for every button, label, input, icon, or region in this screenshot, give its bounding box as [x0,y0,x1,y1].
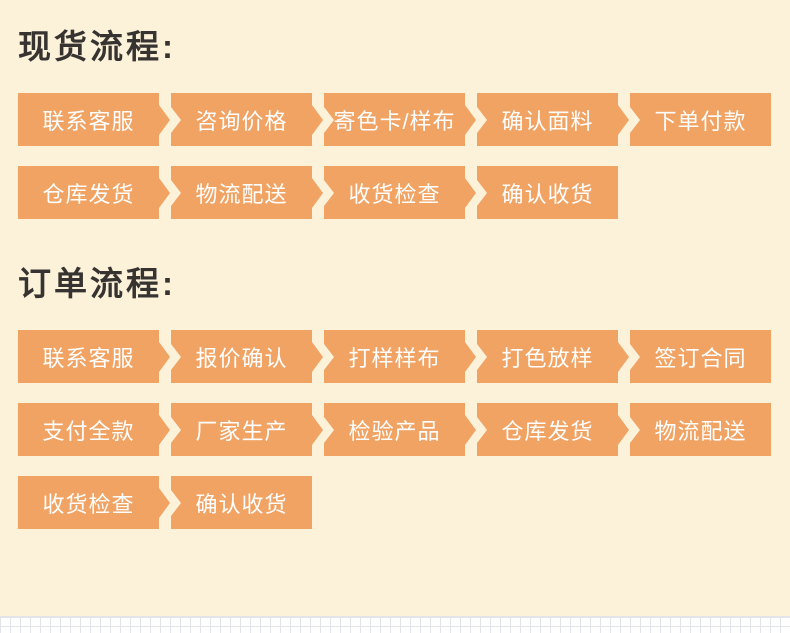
process-section: 订单流程: 联系客服 报价确认 打样样布 打色放样 签订合同支付全款 厂家生产 检验产品 仓库发… [18,263,772,529]
flow-step-label: 收货检查 [348,181,441,207]
process-section: 现货流程: 联系客服 咨询价格 寄色卡/样布 确认面料 下单付款仓库发货 物流配送 收货检查 确… [18,26,772,219]
flow-step-label: 检验产品 [348,418,441,444]
flow-step-label: 报价确认 [195,345,288,371]
flow-step: 物流配送 [171,166,312,219]
flow-step-label: 收货检查 [42,491,135,517]
flow-step: 签订合同 [630,330,771,383]
flow-row: 仓库发货 物流配送 收货检查 确认收货 [18,166,772,219]
flow-row: 支付全款 厂家生产 检验产品 仓库发货 物流配送 [18,403,772,456]
flow-step-label: 打样样布 [348,345,441,371]
bottom-grid-strip [0,616,790,633]
flow-step: 打色放样 [477,330,618,383]
flow-step: 联系客服 [18,330,159,383]
flow-step: 确认收货 [171,476,312,529]
flow-step: 物流配送 [630,403,771,456]
flow-row: 联系客服 咨询价格 寄色卡/样布 确认面料 下单付款 [18,93,772,146]
flow-step-label: 支付全款 [42,418,135,444]
flow-step-label: 寄色卡/样布 [333,108,456,134]
flow-step-label: 厂家生产 [195,418,288,444]
flow-step: 确认收货 [477,166,618,219]
flow-step: 咨询价格 [171,93,312,146]
flow-step: 收货检查 [324,166,465,219]
flow-step: 收货检查 [18,476,159,529]
flow-step-label: 咨询价格 [195,108,288,134]
flow-step-label: 确认收货 [195,491,288,517]
flow-row: 收货检查 确认收货 [18,476,772,529]
flow-row: 联系客服 报价确认 打样样布 打色放样 签订合同 [18,330,772,383]
flow-step: 支付全款 [18,403,159,456]
flow-step: 联系客服 [18,93,159,146]
flow-step-label: 物流配送 [195,181,288,207]
flow-step-label: 确认收货 [501,181,594,207]
flow-step-label: 确认面料 [501,108,594,134]
flow-step-label: 仓库发货 [42,181,135,207]
flow-step-label: 联系客服 [42,108,135,134]
flow-step: 确认面料 [477,93,618,146]
section-title: 订单流程: [18,265,176,302]
flow-step: 寄色卡/样布 [324,93,465,146]
process-flow-diagram: 现货流程:联系客服咨询价格寄色卡/样布确认面料下单付款仓库发货物流配送收货检查确… [0,26,790,529]
flow-step-label: 签订合同 [654,345,747,371]
flow-step-label: 仓库发货 [501,418,594,444]
flow-step: 报价确认 [171,330,312,383]
flow-step: 仓库发货 [477,403,618,456]
flow-step: 打样样布 [324,330,465,383]
flow-step: 检验产品 [324,403,465,456]
section-title: 现货流程: [18,28,176,65]
flow-step-label: 打色放样 [501,345,594,371]
flow-step-label: 下单付款 [654,108,747,134]
flow-step: 厂家生产 [171,403,312,456]
flow-step: 仓库发货 [18,166,159,219]
flow-step-label: 物流配送 [654,418,747,444]
flow-step-label: 联系客服 [42,345,135,371]
flow-step: 下单付款 [630,93,771,146]
